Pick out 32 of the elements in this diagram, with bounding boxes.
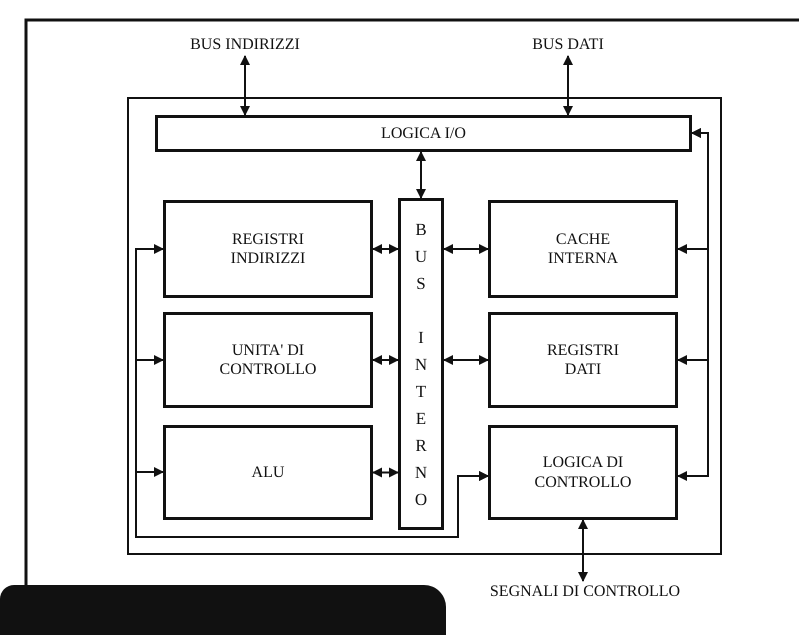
banner-bar <box>0 585 446 635</box>
block-box <box>488 425 678 520</box>
block-label: BUS INTERNO <box>414 218 428 510</box>
signal-label: BUS DATI <box>531 35 605 55</box>
connector-arrow <box>372 355 399 365</box>
connector-arrow <box>578 519 588 582</box>
chip-outline <box>127 97 722 555</box>
connector-arrow <box>677 128 709 481</box>
block-box <box>163 425 373 520</box>
block-box <box>155 115 692 152</box>
connector-arrow <box>372 468 399 478</box>
block-label: LOGICA I/O <box>380 124 467 144</box>
connector-arrow <box>443 355 489 365</box>
block-box <box>163 200 373 298</box>
block-label: REGISTRI INDIRIZZI <box>230 230 306 268</box>
connector-arrow <box>135 467 489 538</box>
block-label: LOGICA DI CONTROLLO <box>534 453 632 492</box>
block-box <box>488 200 678 298</box>
block-label: ALU <box>250 462 286 482</box>
connector-arrow <box>240 55 250 116</box>
connector-arrow <box>443 244 489 254</box>
bus-bar <box>398 198 444 530</box>
connector-arrow <box>372 244 399 254</box>
connector-arrow <box>416 151 426 199</box>
block-label: UNITA' DI CONTROLLO <box>218 340 318 380</box>
connector-arrow <box>563 55 573 116</box>
block-box <box>488 312 678 408</box>
signal-label: BUS INDIRIZZI <box>189 35 301 55</box>
block-box <box>163 312 373 408</box>
signal-label: SEGNALI DI CONTROLLO <box>488 582 682 602</box>
block-label: CACHE INTERNA <box>546 230 620 268</box>
block-label: REGISTRI DATI <box>546 340 620 380</box>
